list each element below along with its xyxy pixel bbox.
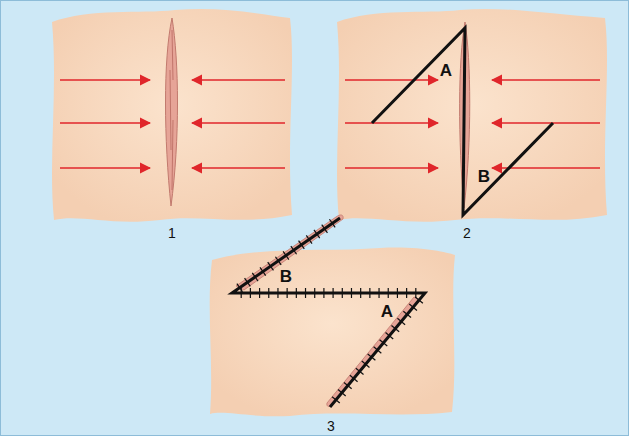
wound xyxy=(166,18,178,206)
suture-tick xyxy=(305,288,306,298)
suture-tick xyxy=(252,273,258,281)
suture-tick xyxy=(415,297,423,303)
suture-tick xyxy=(332,397,340,403)
suture-tick xyxy=(351,288,352,298)
skin-patch xyxy=(210,248,455,417)
sutures xyxy=(237,219,423,403)
suture-tick xyxy=(342,288,343,298)
suture-tick xyxy=(380,340,388,346)
suture-tick xyxy=(344,382,352,388)
panel-number: 2 xyxy=(463,226,471,240)
panel-number: 3 xyxy=(327,419,335,433)
suture-tick xyxy=(391,325,399,331)
z-closure xyxy=(232,218,425,407)
suture-tick xyxy=(406,288,407,298)
suture-tick xyxy=(299,241,305,249)
skin-patch xyxy=(337,9,607,222)
suture-tick xyxy=(388,288,389,298)
flap-letter: A xyxy=(381,303,393,320)
wound-texture xyxy=(170,30,173,190)
suture-tick xyxy=(268,288,269,298)
suture-tick xyxy=(291,246,297,254)
skin-patch xyxy=(52,9,292,222)
suture-tick xyxy=(287,288,288,298)
tension-arrows xyxy=(345,80,600,168)
suture-tick xyxy=(362,361,370,367)
suture-tick xyxy=(332,288,333,298)
suture-tick xyxy=(403,311,411,317)
suture-tick xyxy=(356,368,364,374)
suture-tick xyxy=(386,333,394,339)
panel-number: 1 xyxy=(168,226,176,240)
suture-tick xyxy=(245,278,251,286)
suture-tick xyxy=(369,288,370,298)
suture-tick xyxy=(409,304,417,310)
suture-tick xyxy=(314,230,320,238)
suture-tick xyxy=(338,390,346,396)
flap-letter: A xyxy=(440,62,452,79)
z-incision xyxy=(372,28,553,215)
suture-tick xyxy=(329,219,335,227)
suture-tick xyxy=(296,288,297,298)
wound xyxy=(327,297,420,407)
suture-tick xyxy=(378,288,379,298)
tension-arrows xyxy=(60,80,285,168)
suture-tick xyxy=(415,288,416,298)
suture-tick xyxy=(283,251,289,259)
suture-tick xyxy=(306,235,312,243)
suture-tick xyxy=(374,347,382,353)
suture-tick xyxy=(368,354,376,360)
suture-tick xyxy=(322,225,328,233)
flap-letter: B xyxy=(280,268,292,285)
flap-letter: B xyxy=(478,168,490,185)
suture-tick xyxy=(260,267,266,275)
suture-tick xyxy=(241,288,242,298)
suture-tick xyxy=(323,288,324,298)
suture-tick xyxy=(268,262,274,270)
suture-tick xyxy=(275,257,281,265)
suture-tick xyxy=(360,288,361,298)
suture-tick xyxy=(350,375,358,381)
suture-tick xyxy=(397,288,398,298)
suture-tick xyxy=(250,288,251,298)
suture-tick xyxy=(314,288,315,298)
suture-tick xyxy=(259,288,260,298)
suture-tick xyxy=(397,318,405,324)
suture-tick xyxy=(277,288,278,298)
